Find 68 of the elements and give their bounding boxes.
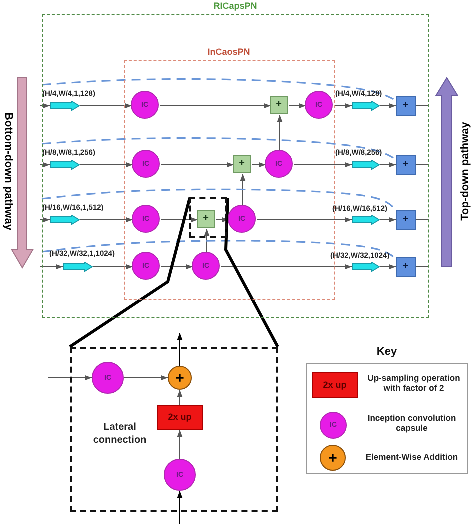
arrow [40,217,50,223]
arrow [80,162,134,168]
block-arrow-icon [352,214,380,224]
connector-line [416,266,430,268]
arrow [256,217,352,223]
arrow [40,264,64,270]
key-description: Inception convolution capsule [366,414,458,434]
arrow [160,264,194,270]
pathway-label: Top-down pathway [460,121,472,223]
arrow [252,162,266,168]
dashed-connector [42,78,396,102]
arrow [160,103,272,109]
arrow [177,490,183,524]
block-arrow-icon [50,160,80,170]
arrow [294,162,352,168]
arrow [380,264,396,270]
arrow [40,162,50,168]
key-title: Key [376,347,398,358]
arrow [40,103,50,109]
addition-box: + [396,154,416,174]
arrow [380,217,396,223]
arrow [177,430,183,460]
arrow [177,332,183,366]
block-arrow-icon [62,262,92,272]
arrow [160,162,234,168]
arrow [380,103,396,109]
arrow [204,228,210,254]
panel-label: Lateral connection [92,421,148,447]
block-arrow-icon [352,262,380,272]
connector-line [224,198,280,348]
arrow [177,390,183,406]
addition-box: + [396,96,416,116]
block-arrow-icon [352,160,380,170]
addition-box: + [197,210,215,228]
arrow [380,162,396,168]
arrow [220,264,352,270]
region-title: RICapsPN [212,2,258,11]
arrow [80,103,132,109]
arrow [277,114,283,152]
addition-circle: + [168,366,192,390]
addition-box: + [396,256,416,276]
arrow [48,375,92,381]
connector-line [69,198,192,348]
block-arrow-icon [352,100,380,110]
key-description: Element-Wise Addition [364,453,460,463]
arrow [288,103,306,109]
dashed-frame [189,197,227,238]
arrow [124,375,168,381]
arrow [160,217,198,223]
block-arrow-icon [50,214,80,224]
arrow [80,217,134,223]
arrow [92,264,134,270]
addition-circle: + [320,445,346,471]
addition-box: + [270,96,288,114]
block-arrow-icon [50,100,80,110]
upsample-box: 2x up [157,405,203,430]
dashed-connector [42,138,396,160]
addition-box: + [396,210,416,230]
pathway-label: Bottom-down pathway [2,112,14,232]
key-description: Up-sampling operation with factor of 2 [366,374,462,394]
dashed-connector [42,240,396,260]
arrow [240,174,246,206]
zoom-panel [70,347,278,512]
arrow [334,103,352,109]
upsample-box: 2x up [312,372,358,398]
connector-line [416,164,430,166]
addition-box: + [233,155,251,173]
region-title: InCaosPN [206,48,252,56]
